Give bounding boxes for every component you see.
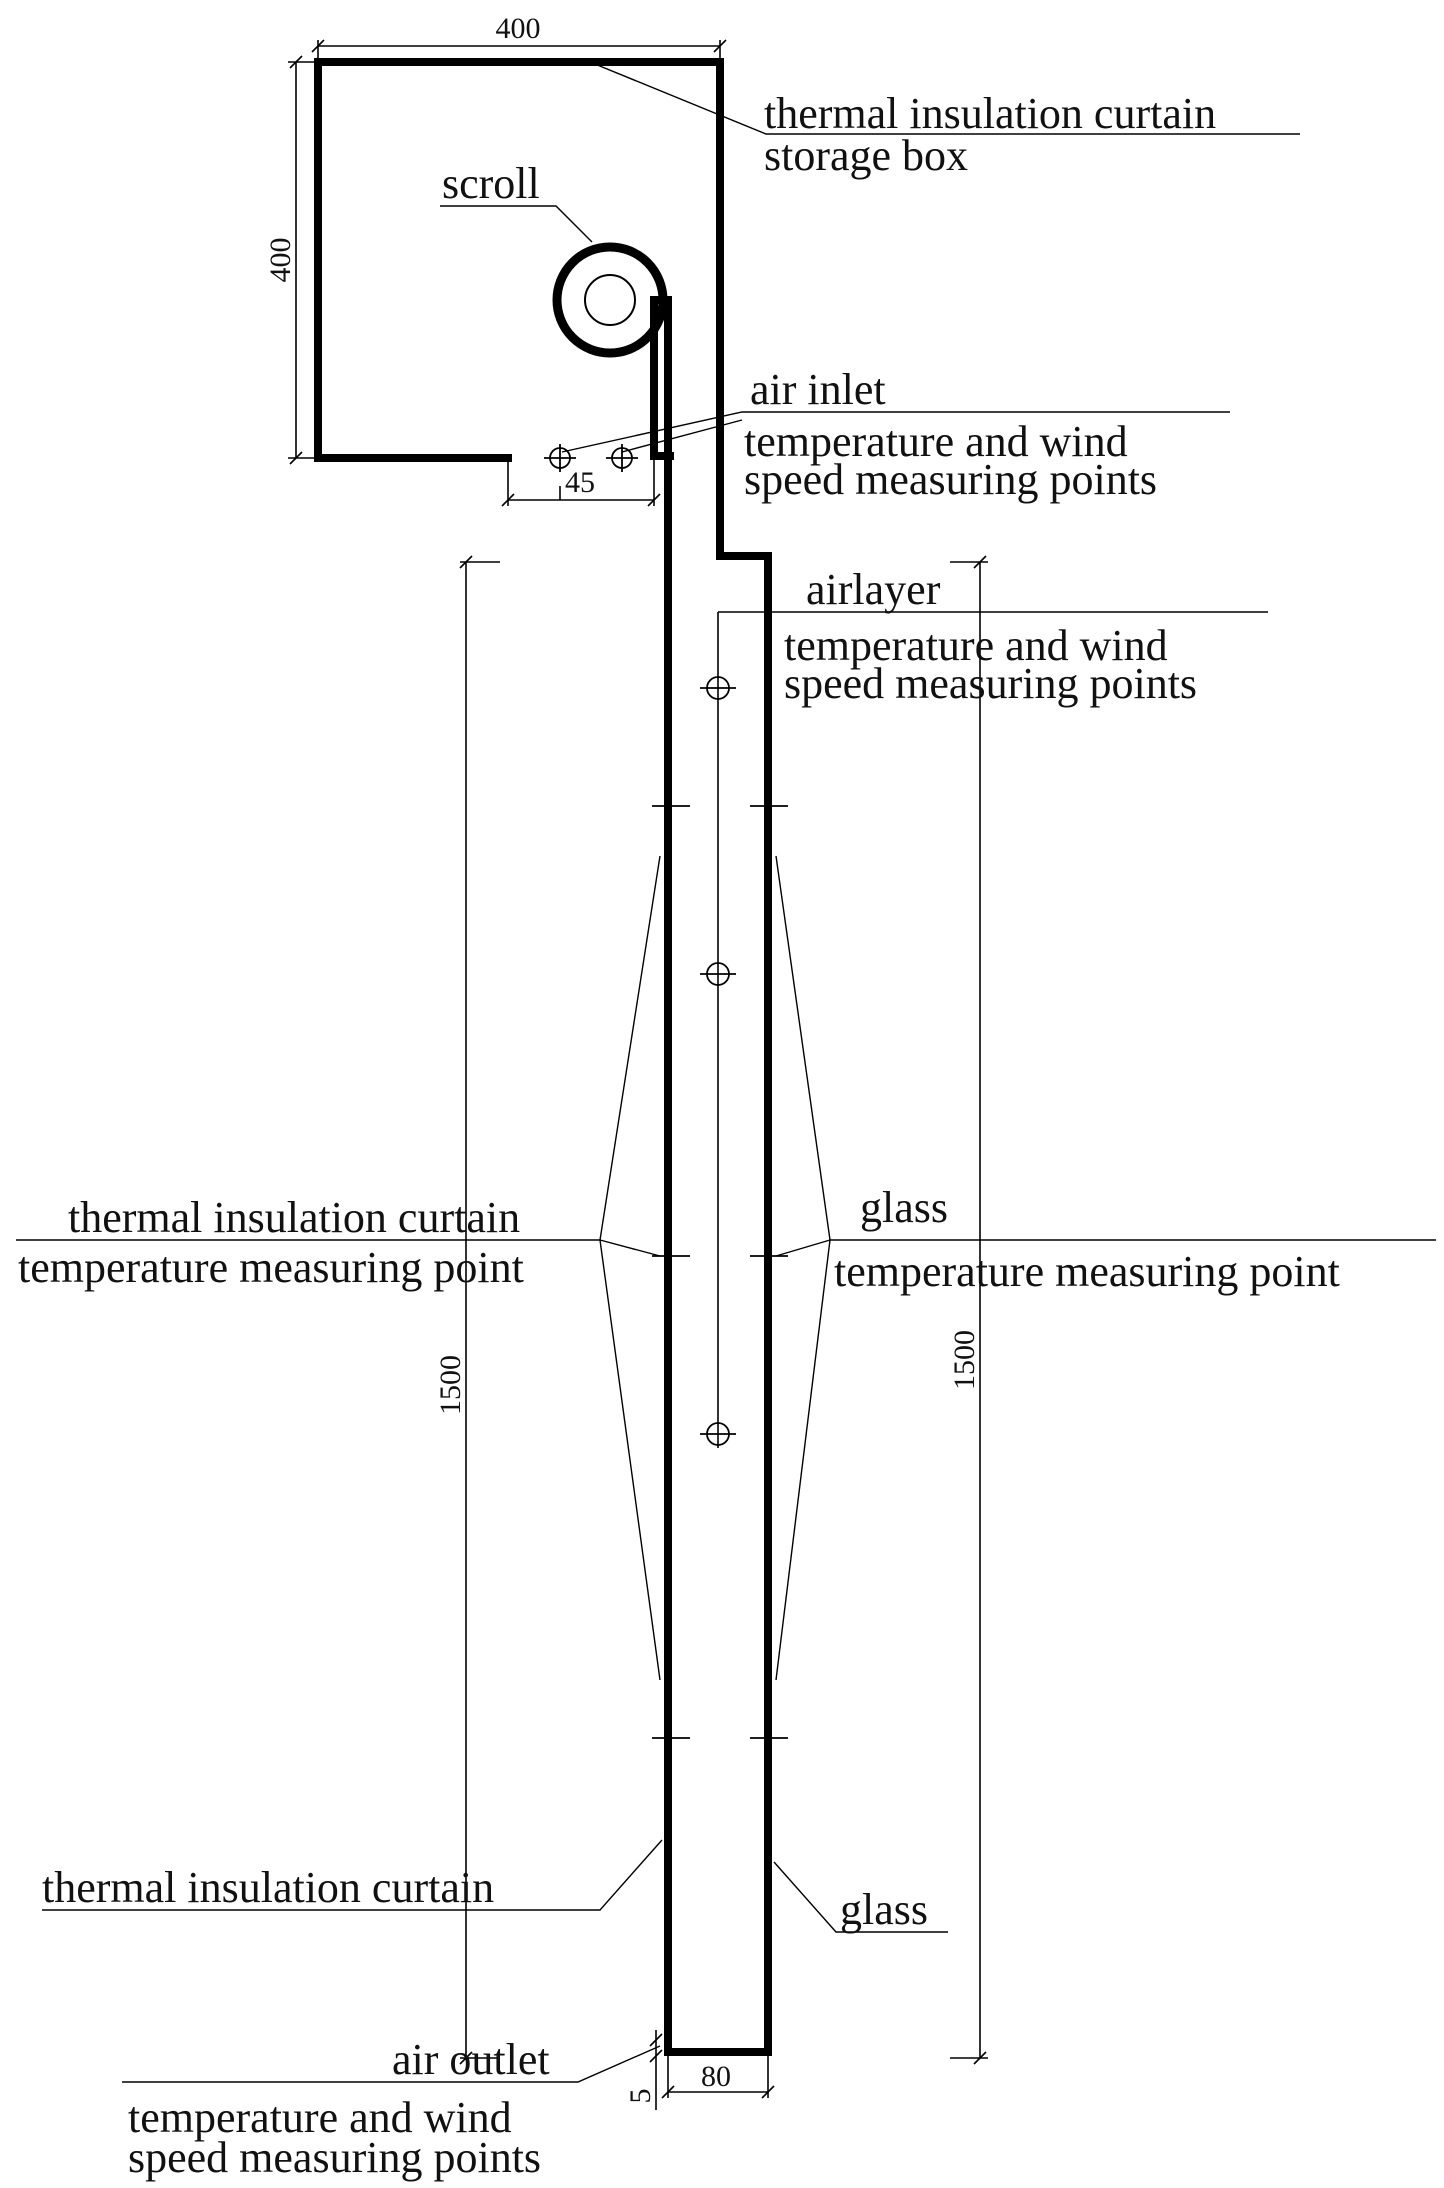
air-inlet-label: air inlet xyxy=(750,365,886,414)
airlayer-measuring-label-line1: temperature and wind xyxy=(784,621,1168,670)
dimension-box-width: 400 xyxy=(311,12,727,62)
leader-air-inlet xyxy=(561,411,1230,453)
scroll-label: scroll xyxy=(442,159,540,208)
glass-temperature-label-line1: glass xyxy=(860,1183,948,1232)
scroll-inner xyxy=(584,274,636,326)
inlet-measuring-point xyxy=(544,444,576,472)
dimension-right-height-label: 1500 xyxy=(948,1330,981,1390)
air-outlet-measuring-label-line2: speed measuring points xyxy=(128,2133,541,2182)
leader-scroll xyxy=(440,205,593,243)
curtain-temperature-label-line1: thermal insulation curtain xyxy=(68,1193,520,1242)
dimension-box-width-label: 400 xyxy=(496,12,541,45)
glass-label: glass xyxy=(840,1885,928,1934)
dimension-left-height: 1500 xyxy=(434,555,500,2065)
airlayer-measuring-point xyxy=(700,962,736,986)
dimension-outlet-gap-label: 5 xyxy=(624,2089,657,2104)
leader-glass xyxy=(773,1861,948,1933)
airlayer-measuring-point xyxy=(700,676,736,700)
dimension-inlet-gap: 45 xyxy=(501,456,661,507)
leader-air-outlet xyxy=(122,2045,661,2083)
scroll-outer xyxy=(552,242,668,358)
air-outlet-label: air outlet xyxy=(392,2035,550,2084)
dimension-box-height-label: 400 xyxy=(264,238,297,283)
dimension-left-height-label: 1500 xyxy=(434,1355,467,1415)
air-outlet-measuring-label-line1: temperature and wind xyxy=(128,2093,512,2142)
curtain-label: thermal insulation curtain xyxy=(42,1863,494,1912)
storage-box-label-line2: storage box xyxy=(764,131,968,180)
storage-box-outline xyxy=(314,58,772,2056)
storage-box-label-line1: thermal insulation curtain xyxy=(764,89,1216,138)
air-inlet-measuring-label-line2: speed measuring points xyxy=(744,455,1157,504)
dimension-box-height: 400 xyxy=(264,55,318,465)
airlayer-measuring-label-line2: speed measuring points xyxy=(784,659,1197,708)
dimension-outlet-gap: 5 xyxy=(624,2030,663,2110)
glass-temperature-label-line2: temperature measuring point xyxy=(834,1247,1340,1296)
leader-curtain-temperature xyxy=(16,855,661,1241)
leader-storage-box xyxy=(589,61,1300,135)
dimension-airlayer-width-label: 80 xyxy=(701,2060,731,2093)
dimension-right-height: 1500 xyxy=(948,555,988,2065)
dimension-inlet-gap-label: 45 xyxy=(565,466,595,499)
dimension-airlayer-width: 80 xyxy=(661,2056,775,2099)
air-inlet-measuring-label-line1: temperature and wind xyxy=(744,417,1128,466)
curtain-temperature-label-line2: temperature measuring point xyxy=(18,1243,524,1292)
airlayer-label: airlayer xyxy=(806,565,941,614)
airlayer-measuring-point xyxy=(700,1422,736,1446)
leader-curtain xyxy=(42,1839,663,1911)
inlet-measuring-point xyxy=(606,444,638,472)
